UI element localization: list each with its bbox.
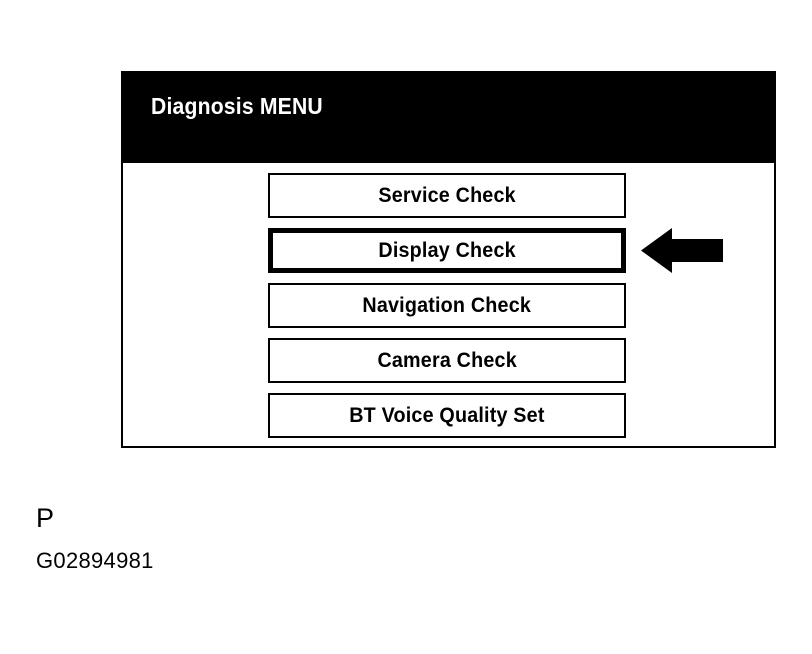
menu-item-camera-check[interactable]: Camera Check	[268, 338, 626, 383]
menu-item-label: Camera Check	[377, 348, 517, 372]
menu-item-label: BT Voice Quality Set	[349, 403, 545, 427]
menu-item-navigation-check[interactable]: Navigation Check	[268, 283, 626, 328]
screen-title: Diagnosis MENU	[151, 93, 323, 119]
menu-item-label: Service Check	[378, 183, 516, 207]
figure-id: G02894981	[36, 548, 154, 573]
diagnosis-menu-list: Service Check Display Check Navigation C…	[268, 173, 628, 448]
menu-item-label: Navigation Check	[362, 293, 532, 317]
menu-item-service-check[interactable]: Service Check	[268, 173, 626, 218]
menu-item-display-check[interactable]: Display Check	[268, 228, 626, 273]
arrow-left-icon	[641, 228, 723, 273]
menu-item-bt-voice-quality-set[interactable]: BT Voice Quality Set	[268, 393, 626, 438]
screen-title-bar: Diagnosis MENU	[123, 73, 774, 163]
menu-item-label: Display Check	[378, 238, 516, 262]
figure-caption: P G02894981	[36, 502, 436, 574]
caption-letter: P	[36, 503, 55, 533]
